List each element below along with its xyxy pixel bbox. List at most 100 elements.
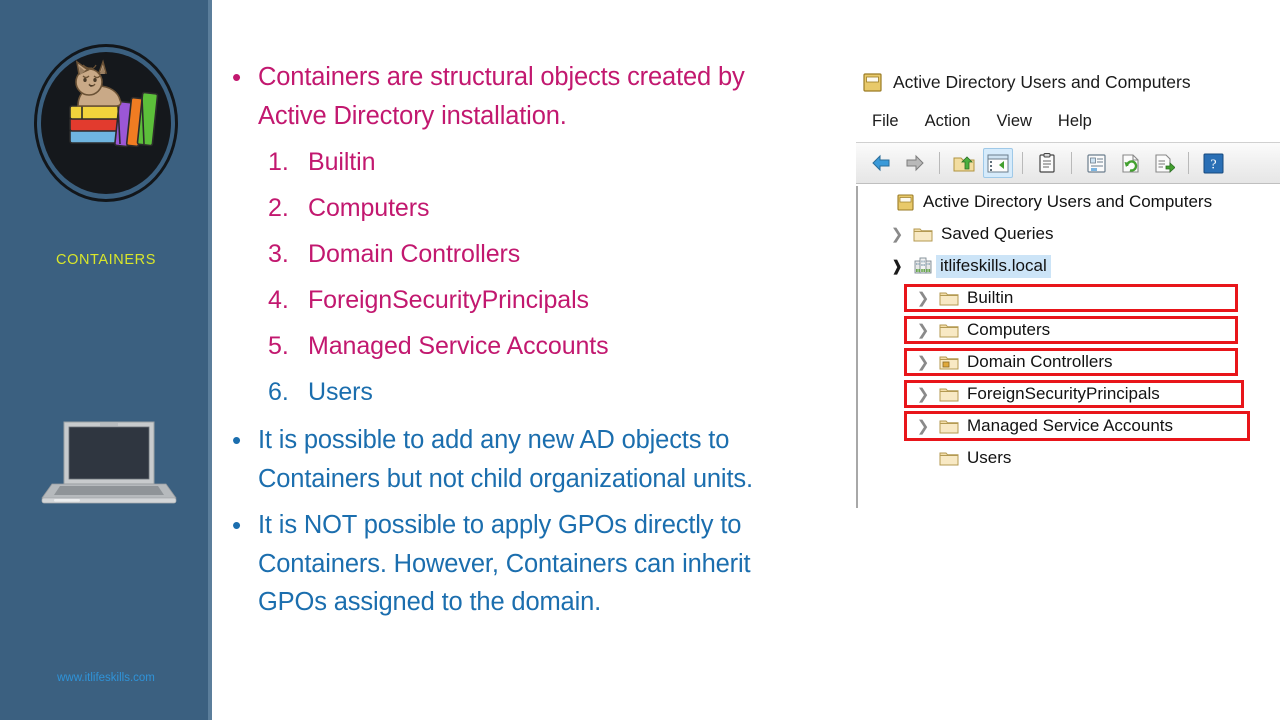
list-item-label: Users	[308, 378, 373, 406]
laptop-illustration	[38, 418, 180, 508]
tree-item-users[interactable]: Users	[858, 442, 1280, 474]
list-item: 1. Builtin	[268, 139, 609, 185]
list-item-label: Domain Controllers	[308, 240, 521, 268]
console-root-icon	[892, 193, 918, 212]
bullet-line: GPOs assigned to the domain.	[258, 588, 602, 616]
chevron-right-icon[interactable]: ❯	[916, 354, 930, 371]
bullet-line: Containers are structural objects create…	[258, 63, 745, 91]
tree-item-domain[interactable]: ❱ itlifeskills.local	[858, 250, 1280, 282]
slide-content: • Containers are structural objects crea…	[212, 0, 1280, 720]
export-list-icon[interactable]	[1149, 148, 1179, 178]
svg-text:?: ?	[1210, 157, 1216, 172]
tree-item-saved-queries[interactable]: ❯ Saved Queries	[858, 218, 1280, 250]
bullet-line: Containers. However, Containers can inhe…	[258, 549, 751, 578]
forward-arrow-icon[interactable]	[900, 148, 930, 178]
toolbar-separator	[1071, 152, 1072, 174]
section-title: CONTAINERS	[56, 252, 156, 268]
folder-icon	[936, 450, 962, 467]
tree-item-foreignsecurityprincipals[interactable]: ❯ ForeignSecurityPrincipals	[858, 378, 1280, 410]
tree-item-label: Domain Controllers	[967, 352, 1113, 371]
toolbar-separator	[1022, 152, 1023, 174]
tree-item-label: Managed Service Accounts	[967, 416, 1174, 435]
bullet-marker-icon: •	[232, 510, 242, 540]
folder-icon	[936, 322, 962, 339]
help-icon[interactable]: ?	[1198, 148, 1228, 178]
tree-item-label: Active Directory Users and Computers	[923, 192, 1213, 211]
up-folder-icon[interactable]	[949, 148, 979, 178]
ou-folder-icon	[936, 354, 962, 371]
bullet-add-objects: • It is possible to add any new AD objec…	[226, 421, 753, 498]
bullet-line: Active Directory installation.	[258, 101, 567, 130]
chevron-right-icon[interactable]: ❯	[916, 290, 930, 307]
cat-on-books-icon	[69, 59, 159, 148]
tree-item-label: Computers	[967, 320, 1051, 339]
list-item: 4. ForeignSecurityPrincipals	[268, 277, 609, 323]
menu-bar: File Action View Help	[872, 112, 1092, 131]
tree-item-label: Builtin	[967, 288, 1014, 307]
bullet-gpo-note: • It is NOT possible to apply GPOs direc…	[226, 506, 751, 622]
toolbar-separator	[939, 152, 940, 174]
list-item-number: 3.	[268, 240, 289, 268]
folder-icon	[936, 386, 962, 403]
refresh-icon[interactable]	[1115, 148, 1145, 178]
laptop-icon	[41, 421, 177, 504]
bullet-containers-definition: • Containers are structural objects crea…	[226, 58, 745, 135]
tree-item-label: itlifeskills.local	[936, 254, 1051, 278]
tree-item-computers[interactable]: ❯ Computers	[858, 314, 1280, 346]
chevron-right-icon[interactable]: ❯	[916, 386, 930, 403]
tree-item-builtin[interactable]: ❯ Builtin	[858, 282, 1280, 314]
chevron-down-icon[interactable]: ❱	[890, 258, 904, 275]
chevron-right-icon[interactable]: ❯	[916, 322, 930, 339]
tree-item-domain-controllers[interactable]: ❯ Domain Controllers	[858, 346, 1280, 378]
domain-icon	[910, 257, 936, 276]
toolbar-separator	[1188, 152, 1189, 174]
chevron-right-icon[interactable]: ❯	[890, 226, 904, 243]
list-item-label: Managed Service Accounts	[308, 332, 609, 360]
logo-outer-ring	[34, 44, 178, 202]
brand-logo	[34, 44, 178, 202]
list-item-number: 4.	[268, 286, 289, 314]
list-item-label: Builtin	[308, 148, 376, 176]
chevron-right-icon[interactable]: ❯	[916, 418, 930, 435]
bullet-marker-icon: •	[232, 425, 242, 455]
website-url[interactable]: www.itlifeskills.com	[57, 672, 155, 684]
new-window-icon[interactable]	[1081, 148, 1111, 178]
tree-item-root[interactable]: Active Directory Users and Computers	[858, 186, 1280, 218]
list-item: 6. Users	[268, 369, 609, 415]
list-item-label: Computers	[308, 194, 430, 222]
console-window-icon	[863, 73, 882, 92]
folder-icon	[936, 290, 962, 307]
console-tree: Active Directory Users and Computers ❯ S…	[856, 186, 1280, 508]
list-item-number: 1.	[268, 148, 289, 176]
menu-item-file[interactable]: File	[872, 112, 899, 130]
list-item: 3. Domain Controllers	[268, 231, 609, 277]
list-item-label: ForeignSecurityPrincipals	[308, 286, 589, 314]
bullet-marker-icon: •	[232, 62, 242, 92]
list-item: 5. Managed Service Accounts	[268, 323, 609, 369]
bullet-line: It is possible to add any new AD objects…	[258, 426, 730, 454]
show-hide-console-tree-icon[interactable]	[983, 148, 1013, 178]
toolbar: ?	[856, 142, 1280, 184]
menu-item-action[interactable]: Action	[924, 112, 971, 130]
bullet-line: Containers but not child organizational …	[258, 464, 753, 493]
active-directory-window-screenshot: Active Directory Users and Computers Fil…	[856, 62, 1280, 510]
tree-item-label: ForeignSecurityPrincipals	[967, 384, 1160, 403]
list-item: 2. Computers	[268, 185, 609, 231]
folder-icon	[936, 418, 962, 435]
window-title-bar: Active Directory Users and Computers	[862, 72, 1191, 93]
menu-item-view[interactable]: View	[996, 112, 1032, 130]
properties-clipboard-icon[interactable]	[1032, 148, 1062, 178]
bullet-line: It is NOT possible to apply GPOs directl…	[258, 511, 742, 539]
folder-icon	[910, 226, 936, 243]
tree-item-managed-service-accounts[interactable]: ❯ Managed Service Accounts	[858, 410, 1280, 442]
list-item-number: 2.	[268, 194, 289, 222]
menu-item-help[interactable]: Help	[1057, 112, 1092, 130]
tree-item-label: Users	[967, 448, 1012, 467]
back-arrow-icon[interactable]	[866, 148, 896, 178]
containers-numbered-list: 1. Builtin 2. Computers 3. Domain Contro…	[268, 139, 609, 415]
list-item-number: 5.	[268, 332, 289, 360]
window-title-text: Active Directory Users and Computers	[893, 72, 1191, 92]
sidebar-edge-divider	[208, 0, 212, 720]
tree-item-label: Saved Queries	[941, 224, 1054, 243]
